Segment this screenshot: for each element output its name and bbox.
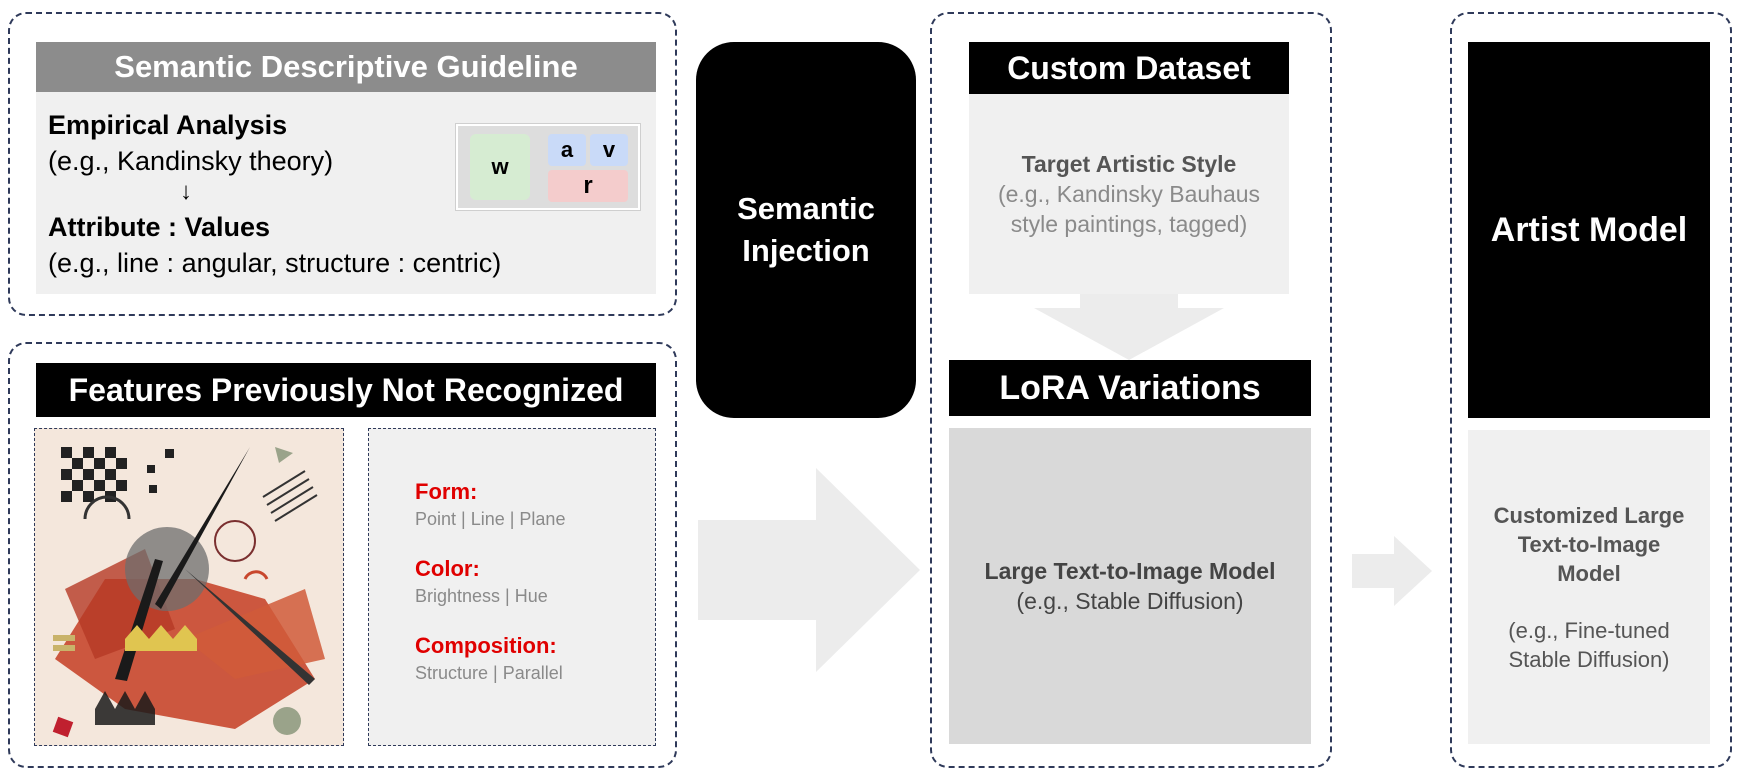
feature-item-form: Form: Point | Line | Plane xyxy=(415,479,655,530)
style-line-2: style paintings, tagged) xyxy=(1010,211,1248,237)
w-block: w xyxy=(470,134,530,200)
painting-artwork xyxy=(35,429,343,745)
feature-item-composition: Composition: Structure | Parallel xyxy=(415,633,655,684)
style-heading: Target Artistic Style xyxy=(1021,151,1237,177)
training-group xyxy=(930,12,1332,768)
feature-label: Color: xyxy=(415,556,480,581)
wavr-icon: w a v r xyxy=(456,124,640,210)
features-title: Features Previously Not Recognized xyxy=(36,363,656,417)
r-block: r xyxy=(548,170,628,202)
feature-item-color: Color: Brightness | Hue xyxy=(415,556,655,607)
artist-example-1: (e.g., Fine-tuned xyxy=(1508,617,1670,643)
lora-title: LoRA Variations xyxy=(949,360,1311,416)
artist-group xyxy=(1450,12,1732,768)
feature-value: Structure | Parallel xyxy=(415,663,563,683)
attribute-example: (e.g., line : angular, structure : centr… xyxy=(48,248,502,278)
artist-example-2: Stable Diffusion) xyxy=(1508,646,1670,672)
down-arrow-icon xyxy=(1034,294,1224,360)
feature-list-panel: Form: Point | Line | Plane Color: Bright… xyxy=(368,428,656,746)
model-example: (e.g., Stable Diffusion) xyxy=(1016,588,1244,614)
empirical-example: (e.g., Kandinsky theory) xyxy=(48,146,334,176)
injection-line-2: Injection xyxy=(742,233,870,268)
model-heading: Large Text-to-Image Model xyxy=(984,558,1276,584)
custom-line-3: Model xyxy=(1557,560,1621,586)
feature-label: Composition: xyxy=(415,633,557,658)
a-block: a xyxy=(548,134,586,166)
guideline-title: Semantic Descriptive Guideline xyxy=(36,42,656,92)
artist-panel: Customized Large Text-to-Image Model (e.… xyxy=(1468,430,1710,744)
dataset-panel: Target Artistic Style (e.g., Kandinsky B… xyxy=(969,94,1289,294)
v-block: v xyxy=(590,134,628,166)
artist-title: Artist Model xyxy=(1468,42,1710,418)
feature-value: Point | Line | Plane xyxy=(415,509,566,529)
dataset-title: Custom Dataset xyxy=(969,42,1289,94)
small-arrow-icon xyxy=(1352,536,1432,606)
custom-line-2: Text-to-Image xyxy=(1517,531,1661,557)
big-arrow-icon xyxy=(698,468,920,672)
attribute-heading: Attribute : Values xyxy=(48,212,271,242)
feature-label: Form: xyxy=(415,479,478,504)
guideline-group xyxy=(8,12,677,316)
injection-line-1: Semantic xyxy=(737,191,875,226)
features-group xyxy=(8,342,677,768)
style-line-1: (e.g., Kandinsky Bauhaus xyxy=(997,181,1261,207)
lora-panel: Large Text-to-Image Model (e.g., Stable … xyxy=(949,428,1311,744)
down-arrow: ↓ xyxy=(180,178,192,205)
custom-line-1: Customized Large xyxy=(1493,502,1685,528)
empirical-heading: Empirical Analysis xyxy=(48,110,288,140)
semantic-injection-block: Semantic Injection xyxy=(696,42,916,418)
feature-value: Brightness | Hue xyxy=(415,586,548,606)
kandinsky-painting xyxy=(34,428,344,746)
